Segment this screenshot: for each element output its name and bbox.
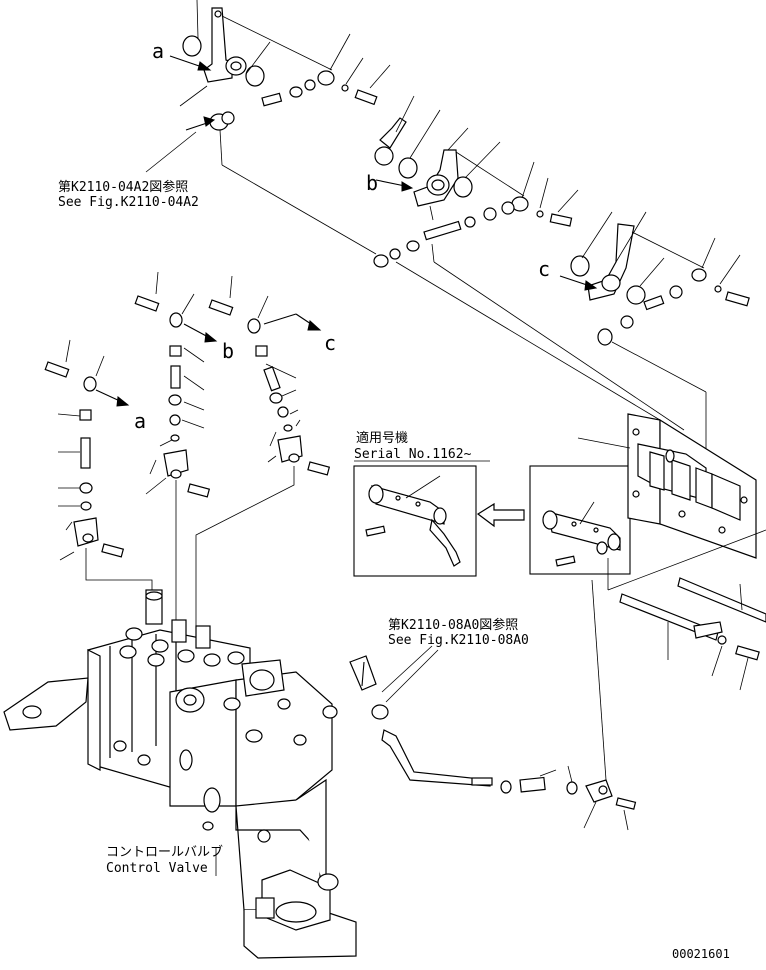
connector-line xyxy=(221,164,377,255)
long-pins xyxy=(619,577,766,691)
linkage-group-c xyxy=(559,211,750,346)
linkage-group-a xyxy=(145,0,391,173)
ref-fig2-jp: 第K2110-08A0図参照 xyxy=(388,617,518,633)
ref-fig1-jp: 第K2110-04A2図参照 xyxy=(58,179,188,195)
drawing-number: 00021601 xyxy=(672,947,730,961)
current-detail-part xyxy=(542,501,621,567)
valve-label-jp: コントロールバルブ xyxy=(106,844,223,860)
mounting-plate xyxy=(577,413,766,591)
connector-line xyxy=(395,261,661,421)
control-valve xyxy=(3,589,357,959)
label-b-lower: b xyxy=(222,339,234,363)
cable-assembly xyxy=(349,579,637,831)
linkage-group-b xyxy=(373,95,579,268)
serial-jp: 適用号機 xyxy=(356,430,408,446)
ref-fig1-en: See Fig.K2110-04A2 xyxy=(58,195,199,210)
bolt-stacks xyxy=(44,271,331,640)
change-arrow xyxy=(476,502,525,528)
label-c-lower: c xyxy=(324,331,336,355)
connector-line xyxy=(433,261,685,431)
connector-line xyxy=(431,243,435,263)
current-detail-box xyxy=(529,465,631,575)
serial-detail-box xyxy=(353,465,477,577)
serial-en: Serial No.1162~ xyxy=(354,447,472,462)
label-a-top: a xyxy=(152,39,164,63)
connector-line xyxy=(611,341,707,393)
ref-fig2-en: See Fig.K2110-08A0 xyxy=(388,633,529,648)
label-b-mid: b xyxy=(366,171,378,195)
label-c-right: c xyxy=(538,257,550,281)
valve-label-en: Control Valve xyxy=(106,861,208,876)
label-a-lower: a xyxy=(134,409,146,433)
serial-detail-part xyxy=(365,475,461,567)
